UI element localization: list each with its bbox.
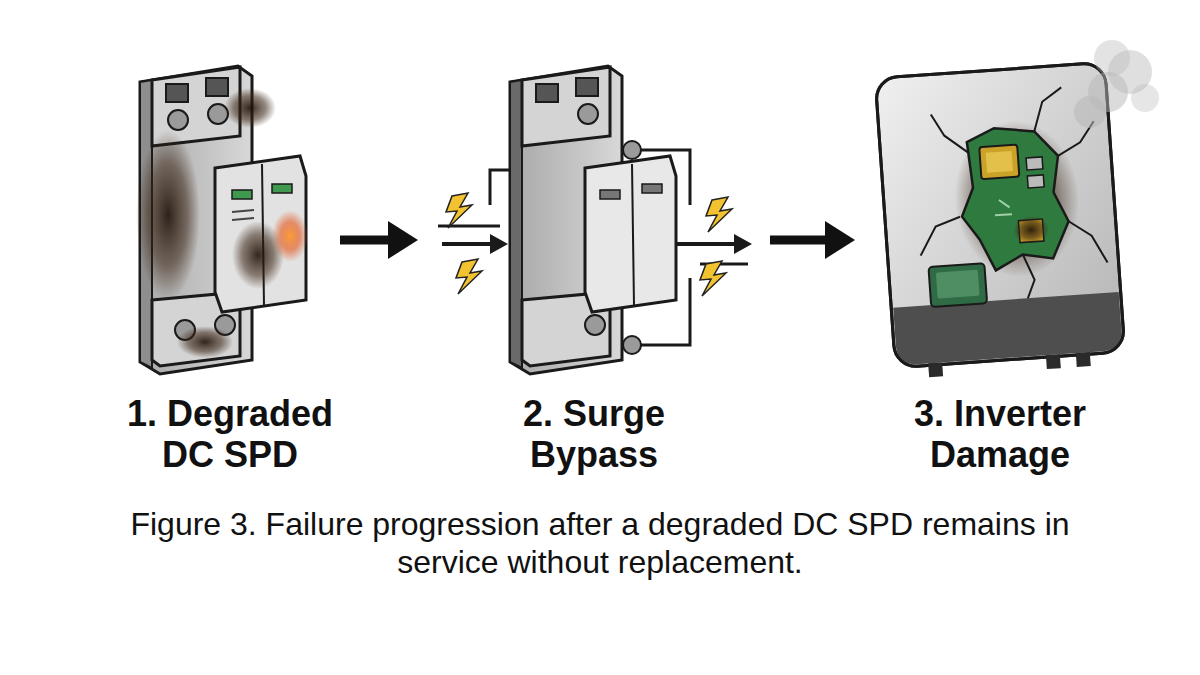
arrow-shaft bbox=[340, 236, 392, 245]
arrow-shaft bbox=[770, 236, 829, 245]
figure-caption: Figure 3. Failure progression after a de… bbox=[125, 505, 1075, 581]
step-label: 3. Inverter Damage bbox=[890, 393, 1110, 475]
step-label: 1. Degraded DC SPD bbox=[115, 393, 345, 475]
arrow-head bbox=[388, 221, 418, 259]
bypassed-spd bbox=[438, 66, 752, 374]
stage-node: 1. Degraded DC SPD bbox=[120, 55, 340, 475]
stage-node: 3. Inverter Damage bbox=[855, 55, 1145, 475]
flow-arrow bbox=[770, 221, 855, 259]
degraded-spd bbox=[136, 66, 308, 374]
arrow-head bbox=[825, 221, 855, 259]
step-label: 2. Surge Bypass bbox=[499, 393, 689, 475]
flow-arrow bbox=[340, 221, 418, 259]
smoke bbox=[1074, 40, 1159, 128]
damaged-inverter bbox=[875, 62, 1126, 379]
stage-node: 2. Surge Bypass bbox=[418, 55, 770, 475]
